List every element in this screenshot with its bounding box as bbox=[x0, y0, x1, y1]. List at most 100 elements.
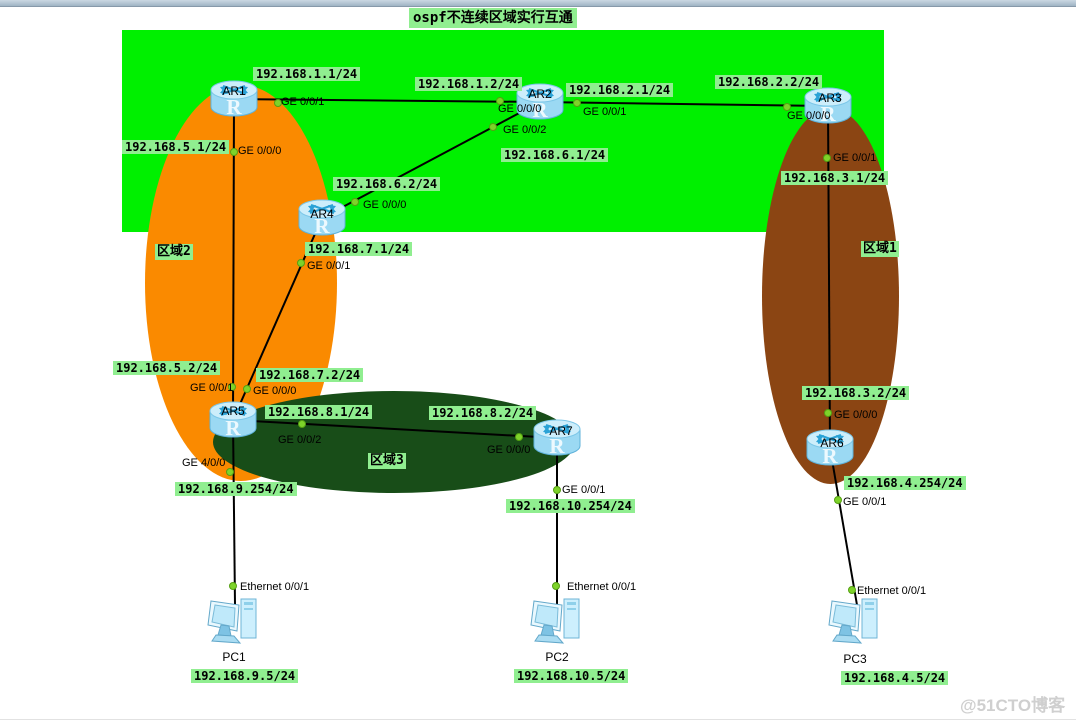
router-ar7-name: AR7 bbox=[549, 424, 573, 438]
if-label-ar5-ge400: GE 4/0/0 bbox=[182, 457, 226, 469]
svg-text:R: R bbox=[820, 102, 836, 125]
router-ar5-icon[interactable]: R bbox=[209, 401, 257, 444]
if-label-ar6-ge001: GE 0/0/1 bbox=[843, 496, 887, 508]
port-dot-ar4-ge000 bbox=[351, 198, 359, 206]
pc3-icon[interactable] bbox=[827, 596, 883, 653]
pc2-icon[interactable] bbox=[529, 596, 585, 653]
if-label-ar2-ge000: GE 0/0/0 bbox=[498, 103, 542, 115]
pc1-name: PC1 bbox=[222, 650, 246, 664]
if-label-ar5-ge002: GE 0/0/2 bbox=[278, 434, 322, 446]
port-dot-ar1-ge000 bbox=[230, 148, 238, 156]
port-dot-pc1-eth bbox=[229, 582, 237, 590]
ip-label-192-168-4-254: 192.168.4.254/24 bbox=[844, 476, 966, 490]
ip-label-192-168-9-254: 192.168.9.254/24 bbox=[175, 482, 297, 496]
port-dot-ar7-ge001 bbox=[553, 486, 561, 494]
ip-label-192-168-4-5: 192.168.4.5/24 bbox=[841, 671, 949, 685]
router-ar4-icon[interactable]: R bbox=[298, 199, 346, 242]
ip-label-192-168-8-2: 192.168.8.2/24 bbox=[429, 406, 537, 420]
ip-label-192-168-6-1: 192.168.6.1/24 bbox=[501, 148, 609, 162]
port-dot-ar5-ge400 bbox=[226, 468, 234, 476]
if-label-ar1-ge000: GE 0/0/0 bbox=[238, 145, 282, 157]
ip-label-192-168-5-2: 192.168.5.2/24 bbox=[113, 361, 221, 375]
if-label-ar4-ge000: GE 0/0/0 bbox=[363, 199, 407, 211]
if-label-pc2-eth001: Ethernet 0/0/1 bbox=[567, 581, 637, 593]
router-icon: R bbox=[209, 401, 257, 440]
port-dot-ar2-ge002 bbox=[489, 123, 497, 131]
area1-label: 区域1 bbox=[861, 241, 899, 257]
port-dot-ar1-ge001 bbox=[274, 99, 282, 107]
ip-label-192-168-9-5: 192.168.9.5/24 bbox=[191, 669, 299, 683]
port-dot-ar5-ge000 bbox=[243, 385, 251, 393]
port-dot-ar3-ge000 bbox=[783, 103, 791, 111]
router-icon: R bbox=[806, 429, 854, 468]
port-dot-pc3-eth bbox=[848, 586, 856, 594]
port-dot-ar6-ge001 bbox=[834, 496, 842, 504]
svg-text:R: R bbox=[314, 214, 330, 237]
if-label-ar6-ge000: GE 0/0/0 bbox=[834, 409, 878, 421]
router-ar1-name: AR1 bbox=[222, 84, 246, 98]
pc-icon bbox=[530, 598, 580, 644]
ip-label-192-168-10-5: 192.168.10.5/24 bbox=[514, 669, 629, 683]
router-ar2-icon[interactable]: R bbox=[516, 83, 564, 126]
area3-label: 区域3 bbox=[368, 453, 406, 469]
if-label-ar5-ge000: GE 0/0/0 bbox=[253, 385, 297, 397]
if-label-ar3-ge000: GE 0/0/0 bbox=[787, 110, 831, 122]
if-label-ar5-ge001: GE 0/0/1 bbox=[190, 382, 234, 394]
router-ar5-name: AR5 bbox=[221, 404, 245, 418]
router-ar1-icon[interactable]: R bbox=[210, 80, 258, 123]
pc-icon bbox=[207, 598, 257, 644]
if-label-ar3-ge001: GE 0/0/1 bbox=[833, 152, 877, 164]
router-ar7-icon[interactable]: R bbox=[533, 419, 581, 462]
router-icon: R bbox=[516, 83, 564, 122]
ip-label-192-168-3-2: 192.168.3.2/24 bbox=[802, 386, 910, 400]
watermark-51cto: @51CTO博客 bbox=[960, 696, 1066, 715]
router-ar6-icon[interactable]: R bbox=[806, 429, 854, 472]
ip-label-192-168-6-2: 192.168.6.2/24 bbox=[333, 177, 441, 191]
svg-text:R: R bbox=[226, 95, 242, 118]
if-label-ar7-ge001: GE 0/0/1 bbox=[562, 484, 606, 496]
router-ar2-name: AR2 bbox=[528, 87, 552, 101]
svg-text:R: R bbox=[532, 98, 548, 121]
router-ar4-name: AR4 bbox=[310, 207, 334, 221]
port-dot-ar5-ge001 bbox=[228, 383, 236, 391]
window-bottom-line bbox=[0, 719, 1076, 720]
ip-label-192-168-8-1: 192.168.8.1/24 bbox=[265, 405, 373, 419]
pc3-name: PC3 bbox=[843, 652, 867, 666]
ip-label-192-168-5-1: 192.168.5.1/24 bbox=[122, 140, 230, 154]
pc2-name: PC2 bbox=[545, 650, 569, 664]
port-dot-ar6-ge000 bbox=[824, 409, 832, 417]
if-label-pc3-eth001: Ethernet 0/0/1 bbox=[857, 585, 927, 597]
if-label-ar1-ge001: GE 0/0/1 bbox=[281, 96, 325, 108]
svg-text:R: R bbox=[822, 444, 838, 467]
port-dot-ar4-ge001 bbox=[297, 259, 305, 267]
pc-icon bbox=[828, 598, 878, 644]
ip-label-192-168-7-2: 192.168.7.2/24 bbox=[256, 368, 364, 382]
diagram-title: ospf不连续区域实行互通 bbox=[409, 8, 577, 28]
ip-label-192-168-7-1: 192.168.7.1/24 bbox=[305, 242, 413, 256]
ip-label-192-168-2-1: 192.168.2.1/24 bbox=[566, 83, 674, 97]
router-ar3-name: AR3 bbox=[818, 91, 842, 105]
router-ar6-name: AR6 bbox=[820, 436, 844, 450]
port-dot-ar7-ge000 bbox=[515, 433, 523, 441]
pc1-icon[interactable] bbox=[206, 596, 262, 653]
router-icon: R bbox=[804, 87, 852, 126]
if-label-ar4-ge001: GE 0/0/1 bbox=[307, 260, 351, 272]
if-label-ar7-ge000: GE 0/0/0 bbox=[487, 444, 531, 456]
area2-label: 区域2 bbox=[155, 244, 193, 260]
ip-label-192-168-2-2: 192.168.2.2/24 bbox=[715, 75, 823, 89]
router-icon: R bbox=[298, 199, 346, 238]
link-ar2-ar4 bbox=[321, 101, 541, 219]
link-ar6-pc3 bbox=[829, 447, 858, 606]
link-ar5-ar7 bbox=[232, 419, 558, 439]
if-label-ar2-ge001: GE 0/0/1 bbox=[583, 106, 627, 118]
link-ar5-pc1 bbox=[232, 419, 236, 606]
port-dot-ar5-ge002 bbox=[298, 420, 306, 428]
ip-label-192-168-1-1: 192.168.1.1/24 bbox=[253, 67, 361, 81]
port-dot-pc2-eth bbox=[552, 582, 560, 590]
port-dot-ar2-ge001 bbox=[573, 99, 581, 107]
ip-label-192-168-10-254: 192.168.10.254/24 bbox=[506, 499, 635, 513]
router-icon: R bbox=[210, 80, 258, 119]
ip-label-192-168-1-2: 192.168.1.2/24 bbox=[415, 77, 523, 91]
router-ar3-icon[interactable]: R bbox=[804, 87, 852, 130]
